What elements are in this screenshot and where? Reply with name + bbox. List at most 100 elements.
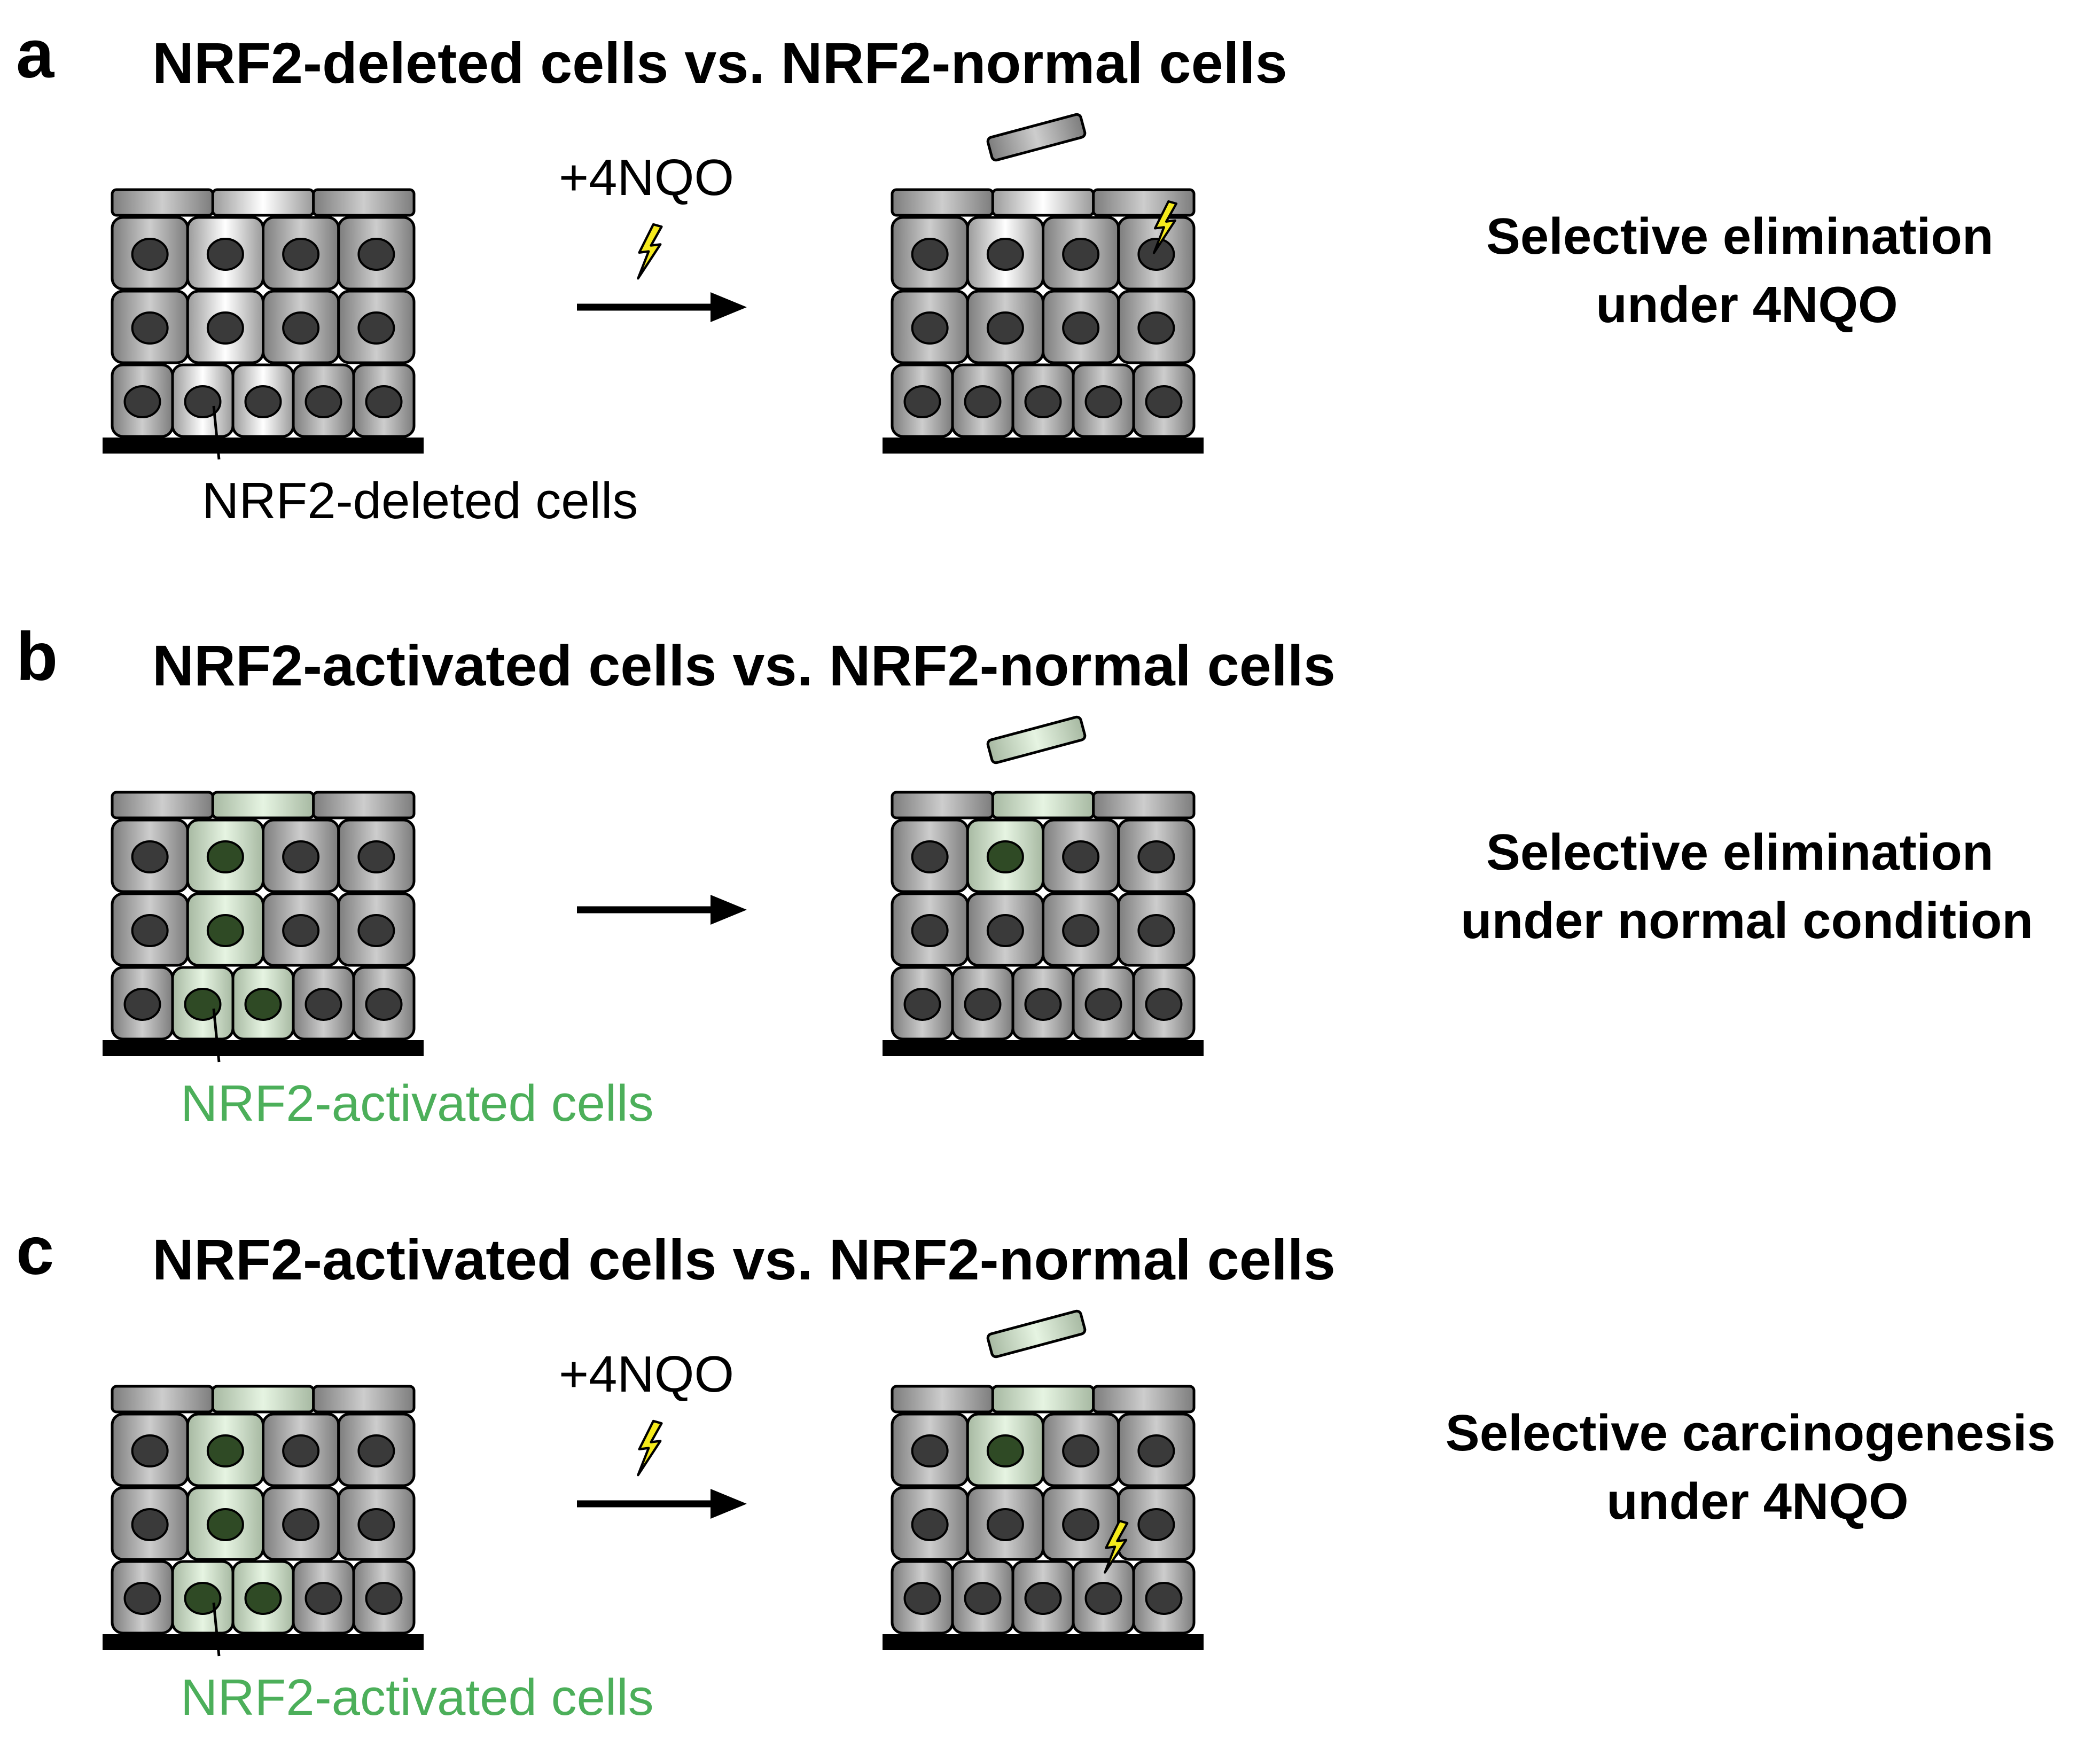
- basement-membrane: [103, 1634, 424, 1650]
- cell-nucleus: [206, 238, 244, 271]
- cell-nucleus: [357, 1434, 395, 1467]
- panel-c: c NRF2-activated cells vs. NRF2-normal c…: [16, 1213, 2056, 1726]
- shed-cell: [986, 113, 1087, 162]
- normal-cell: [1042, 892, 1120, 967]
- cell-label-callout: NRF2-activated cells: [181, 1008, 654, 1132]
- cell-nucleus: [1062, 238, 1100, 271]
- panel-letter: a: [16, 16, 54, 92]
- superficial-cell: [1092, 188, 1196, 217]
- normal-cell: [891, 818, 969, 893]
- nrf2-activated-cell: [186, 1486, 264, 1561]
- cell-nucleus: [282, 311, 320, 345]
- superficial-cell: [111, 188, 214, 217]
- callout-leader-line: [212, 1008, 221, 1063]
- normal-cell: [891, 966, 954, 1041]
- normal-cell: [337, 1412, 416, 1487]
- superficial-cell: [211, 1385, 315, 1414]
- tissue-before: [103, 1385, 424, 1650]
- shed-cell: [986, 1309, 1087, 1359]
- nrf2-deleted-cell: [966, 216, 1044, 291]
- panel-title: NRF2-deleted cells vs. NRF2-normal cells: [152, 30, 1287, 95]
- cell-nucleus: [131, 1508, 169, 1541]
- normal-cell: [966, 290, 1044, 364]
- cell-nucleus: [986, 914, 1024, 947]
- cell-nucleus: [986, 311, 1024, 345]
- normal-cell: [1042, 818, 1120, 893]
- normal-cell: [337, 818, 416, 893]
- normal-cell: [292, 966, 355, 1041]
- cell-nucleus: [206, 1434, 244, 1467]
- cell-nucleus: [1062, 840, 1100, 873]
- normal-cell: [1042, 290, 1120, 364]
- cell-nucleus: [206, 1508, 244, 1541]
- cell-nucleus: [1137, 1434, 1175, 1467]
- cell-nucleus: [244, 988, 282, 1021]
- outcome-text: Selective elimination under 4NQO: [1486, 208, 2008, 333]
- cell-nucleus: [244, 385, 282, 418]
- cell-nucleus: [365, 988, 403, 1021]
- normal-cell: [337, 216, 416, 291]
- normal-cell: [1132, 363, 1196, 438]
- cell-nucleus: [986, 840, 1024, 873]
- treatment-arrow: +4NQO: [559, 1346, 747, 1519]
- superficial-cell: [891, 791, 994, 819]
- cell-nucleus: [903, 988, 941, 1021]
- cell-nucleus: [911, 840, 949, 873]
- cell-nucleus: [1062, 914, 1100, 947]
- cell-nucleus: [206, 914, 244, 947]
- cell-nucleus: [131, 840, 169, 873]
- outcome-text: Selective elimination under normal condi…: [1461, 824, 2033, 949]
- cell-nucleus: [911, 1508, 949, 1541]
- cell-nucleus: [357, 1508, 395, 1541]
- cell-nucleus: [357, 914, 395, 947]
- cell-nucleus: [305, 988, 342, 1021]
- treatment-arrow: [577, 895, 747, 925]
- basement-membrane: [883, 438, 1204, 454]
- cell-nucleus: [1024, 385, 1062, 418]
- cell-nucleus: [357, 238, 395, 271]
- basement-membrane: [103, 438, 424, 454]
- cell-nucleus: [986, 1434, 1024, 1467]
- normal-cell: [111, 363, 174, 438]
- normal-cell: [1132, 966, 1196, 1041]
- normal-cell: [951, 966, 1014, 1041]
- cell-nucleus: [1062, 1434, 1100, 1467]
- panel-title: NRF2-activated cells vs. NRF2-normal cel…: [152, 633, 1336, 698]
- panel-letter: b: [16, 619, 58, 695]
- normal-cell: [891, 216, 969, 291]
- nrf2-deleted-cell: [186, 290, 264, 364]
- tissue-after: [883, 1309, 1204, 1650]
- lightning-bolt: [637, 1419, 663, 1477]
- superficial-cell: [312, 1385, 416, 1414]
- nrf2-activated-cell: [186, 892, 264, 967]
- cell-nucleus: [206, 311, 244, 345]
- normal-cell: [951, 363, 1014, 438]
- outcome-line-2: under normal condition: [1461, 892, 2033, 949]
- superficial-cell: [991, 188, 1095, 217]
- cell-nucleus: [131, 914, 169, 947]
- nrf2-activated-cell: [966, 818, 1044, 893]
- cell-label-callout: NRF2-deleted cells: [202, 405, 638, 529]
- normal-cell: [111, 1560, 174, 1635]
- normal-cell: [337, 892, 416, 967]
- panel-a: a NRF2-deleted cells vs. NRF2-normal cel…: [16, 16, 2008, 529]
- outcome-line-1: Selective elimination: [1486, 824, 1994, 881]
- tissue-after: [883, 113, 1204, 454]
- cell-nucleus: [123, 988, 161, 1021]
- superficial-cell: [1092, 1385, 1196, 1414]
- normal-cell: [352, 1560, 416, 1635]
- cell-nucleus: [903, 385, 941, 418]
- normal-cell: [292, 1560, 355, 1635]
- nrf2-activated-cell: [171, 1560, 235, 1635]
- superficial-cell: [991, 791, 1095, 819]
- normal-cell: [1117, 1486, 1196, 1561]
- normal-cell: [111, 1412, 189, 1487]
- cell-nucleus: [1024, 1582, 1062, 1615]
- cell-nucleus: [1145, 1582, 1183, 1615]
- panel-letter: c: [16, 1213, 54, 1289]
- cell-nucleus: [1084, 385, 1122, 418]
- normal-cell: [966, 1486, 1044, 1561]
- cell-nucleus: [1137, 311, 1175, 345]
- cell-nucleus: [365, 385, 403, 418]
